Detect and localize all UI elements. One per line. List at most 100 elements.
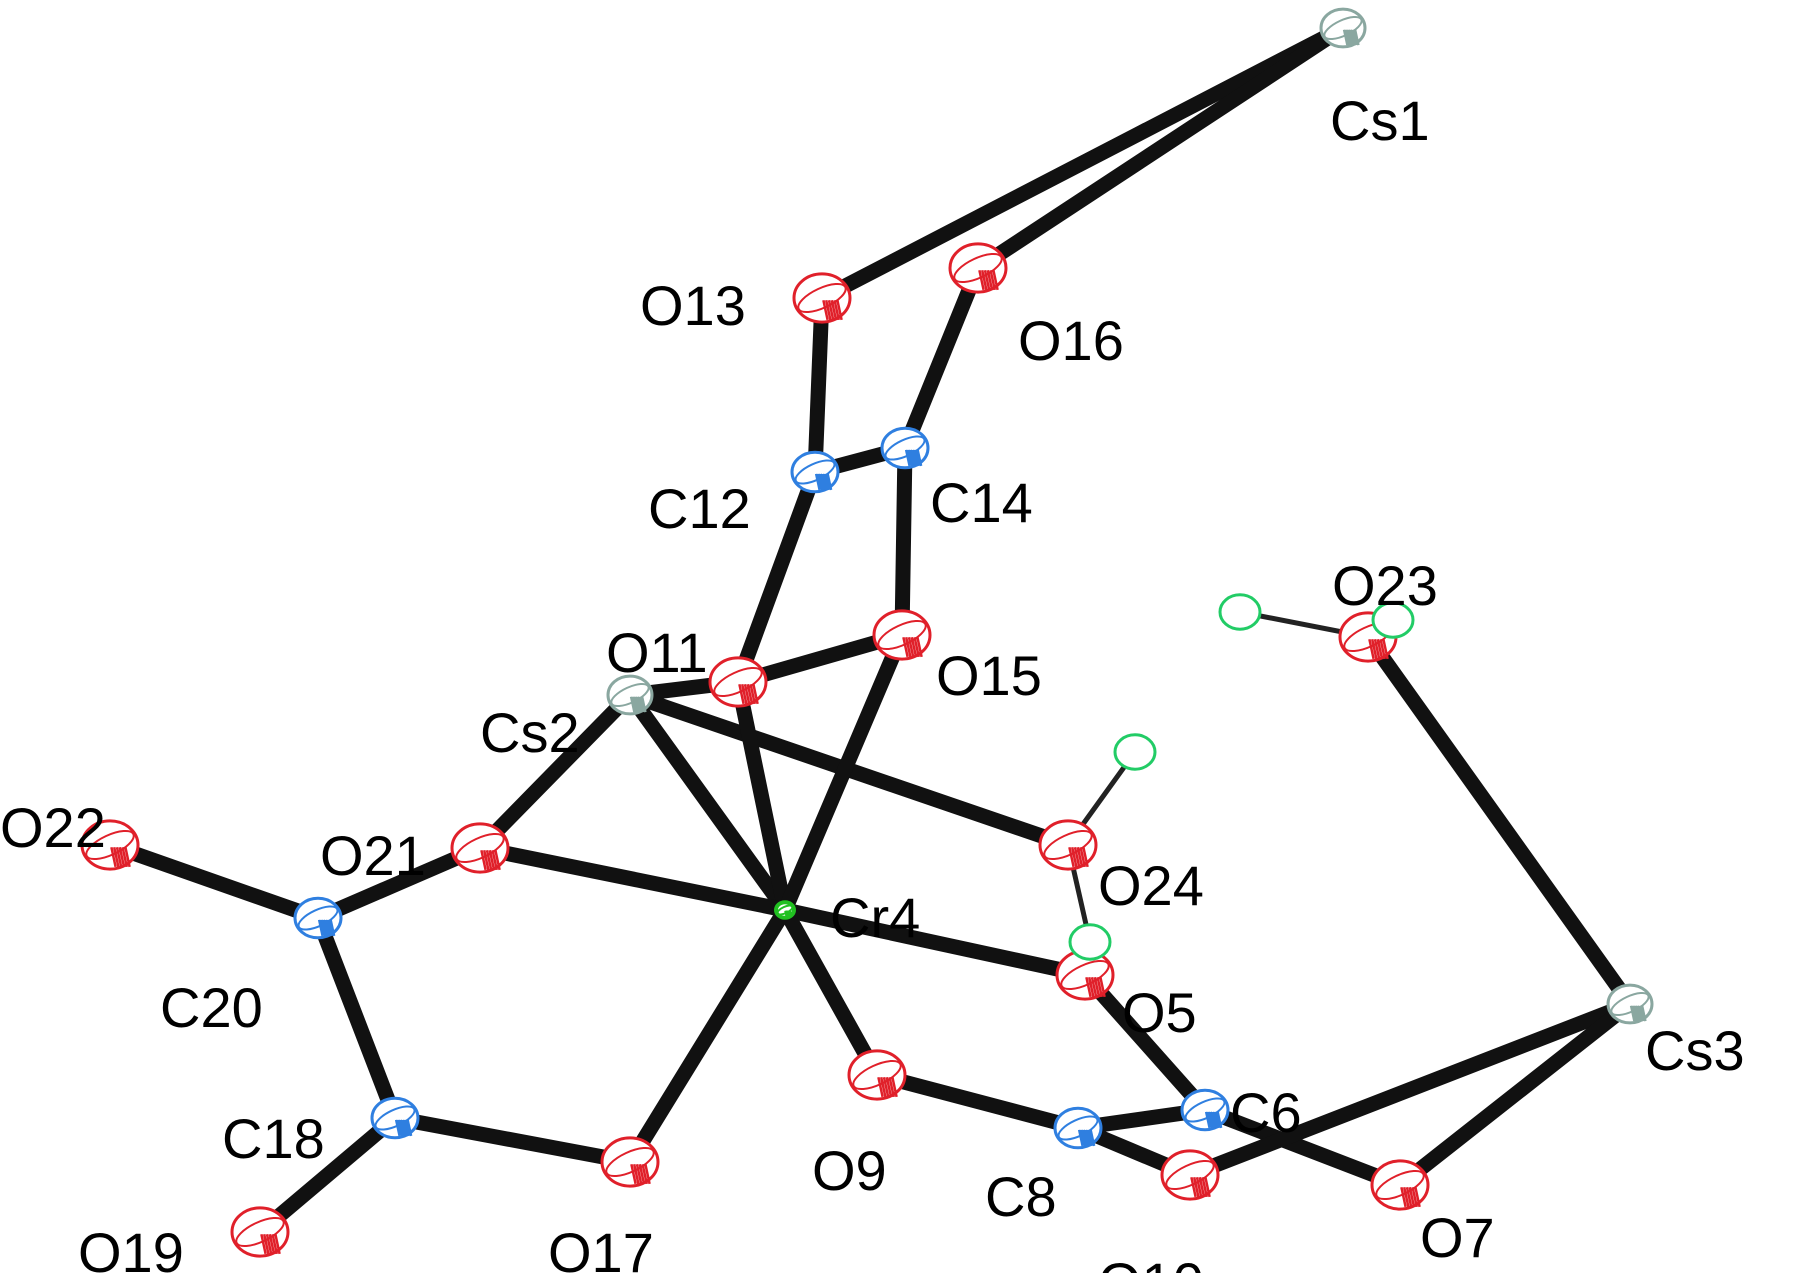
atom-octant-hatching xyxy=(904,449,923,467)
bond-cr4-o5 xyxy=(777,902,1093,983)
atom-octant-hatching xyxy=(630,1163,651,1185)
bond-cs2-cr4 xyxy=(622,687,793,918)
atom-label-c8: C8 xyxy=(985,1165,1057,1228)
atom-label-c18: C18 xyxy=(222,1107,325,1170)
bond-c20-c18 xyxy=(310,910,403,1126)
atom-o9 xyxy=(847,1049,907,1101)
atom-label-o21: O21 xyxy=(320,824,426,887)
atom-o16 xyxy=(948,242,1008,294)
atom-octant-hatching xyxy=(814,473,833,491)
atom-c6 xyxy=(1180,1088,1230,1132)
atom-principal-axis xyxy=(235,1216,285,1248)
bond-cr4-o9 xyxy=(777,902,885,1083)
atom-label-o19: O19 xyxy=(78,1221,184,1273)
atom-octant-hatching xyxy=(822,299,843,321)
atom-h23a xyxy=(1218,593,1262,631)
atom-octant-hatching xyxy=(1190,1176,1211,1198)
atom-principal-axis xyxy=(852,1059,902,1091)
atom-octant-hatching xyxy=(260,1233,281,1255)
atom-c14 xyxy=(880,426,930,470)
atom-label-o23: O23 xyxy=(1332,554,1438,617)
atom-principal-axis xyxy=(455,832,505,864)
atom-label-cs1: Cs1 xyxy=(1330,89,1430,152)
atom-ellipsoid xyxy=(1218,593,1262,631)
atom-label-o13: O13 xyxy=(640,274,746,337)
atom-principal-axis xyxy=(797,282,847,314)
atom-o11 xyxy=(708,656,768,708)
bond-o9-c8 xyxy=(869,1067,1086,1136)
bond-c18-o17 xyxy=(387,1110,638,1170)
atom-label-o22: O22 xyxy=(0,796,106,859)
atom-principal-axis xyxy=(85,829,135,861)
atom-principal-axis xyxy=(605,1146,655,1178)
atom-label-cr4: Cr4 xyxy=(830,886,920,949)
atom-octant-hatching xyxy=(1342,29,1360,46)
atom-label-o11: O11 xyxy=(606,621,708,684)
atom-octant-hatching xyxy=(978,269,999,291)
atom-label-cs3: Cs3 xyxy=(1645,1019,1745,1082)
atom-o13 xyxy=(792,272,852,324)
atom-o24 xyxy=(1038,819,1098,871)
atom-o19 xyxy=(230,1206,290,1258)
bond-o13-c12 xyxy=(807,290,830,480)
atom-o17 xyxy=(600,1136,660,1188)
atom-o7 xyxy=(1370,1159,1430,1211)
atoms-layer xyxy=(80,7,1654,1258)
atom-c8 xyxy=(1053,1106,1103,1150)
atom-octant-hatching xyxy=(1068,846,1089,868)
bond-c6-o7 xyxy=(1197,1102,1408,1193)
atom-octant-hatching xyxy=(317,919,336,937)
atom-octant-hatching xyxy=(877,1076,898,1098)
bond-cs1-o13 xyxy=(814,20,1351,306)
atom-ellipsoid xyxy=(1068,923,1112,961)
atom-label-c20: C20 xyxy=(160,976,263,1039)
atom-label-cs2: Cs2 xyxy=(480,701,580,764)
bond-o7-cs3 xyxy=(1392,996,1638,1193)
bond-cs1-o16 xyxy=(970,20,1351,276)
bond-o23-cs3 xyxy=(1360,629,1638,1012)
atom-octant-hatching xyxy=(1400,1186,1421,1208)
atom-h24b xyxy=(1068,923,1112,961)
atom-label-o9: O9 xyxy=(812,1139,887,1202)
atom-label-c14: C14 xyxy=(930,471,1033,534)
atom-cs3 xyxy=(1606,983,1654,1025)
atom-c20 xyxy=(293,896,343,940)
bond-c20-o22 xyxy=(102,837,326,926)
atom-octant-hatching xyxy=(480,849,501,871)
atom-principal-axis xyxy=(1060,959,1110,991)
atom-octant-hatching xyxy=(1077,1129,1096,1147)
atom-cs2 xyxy=(606,674,654,716)
atom-octant-hatching xyxy=(1085,976,1106,998)
atom-principal-axis xyxy=(1375,1169,1425,1201)
bond-c14-o15 xyxy=(894,440,913,643)
atom-h23b xyxy=(1371,601,1415,639)
atom-label-o15: O15 xyxy=(936,644,1042,707)
atom-octant-hatching xyxy=(902,636,923,658)
atom-o15 xyxy=(872,609,932,661)
atom-o10 xyxy=(1160,1149,1220,1201)
atom-principal-axis xyxy=(953,252,1003,284)
atom-octant-hatching xyxy=(1204,1111,1223,1129)
bond-o5-c6 xyxy=(1077,967,1213,1118)
atom-label-o7: O7 xyxy=(1420,1206,1495,1269)
atom-ellipsoid xyxy=(1113,733,1157,771)
bond-o10-cs3 xyxy=(1182,996,1638,1183)
atom-cs1 xyxy=(1319,7,1367,49)
atom-octant-hatching xyxy=(629,696,647,713)
atom-principal-axis xyxy=(877,619,927,651)
atom-label-c6: C6 xyxy=(1230,1081,1302,1144)
atom-ellipsoid xyxy=(1371,601,1415,639)
atom-label-o16: O16 xyxy=(1018,309,1124,372)
atom-c18 xyxy=(370,1096,420,1140)
bond-cs2-o21 xyxy=(472,687,638,856)
atom-o21 xyxy=(450,822,510,874)
atom-principal-axis xyxy=(1043,829,1093,861)
atom-label-o5: O5 xyxy=(1122,981,1197,1044)
atom-octant-hatching xyxy=(110,846,131,868)
atom-label-c12: C12 xyxy=(648,477,751,540)
atom-principal-axis xyxy=(1165,1159,1215,1191)
bond-o21-c20 xyxy=(310,840,488,926)
atom-octant-hatching xyxy=(738,683,759,705)
